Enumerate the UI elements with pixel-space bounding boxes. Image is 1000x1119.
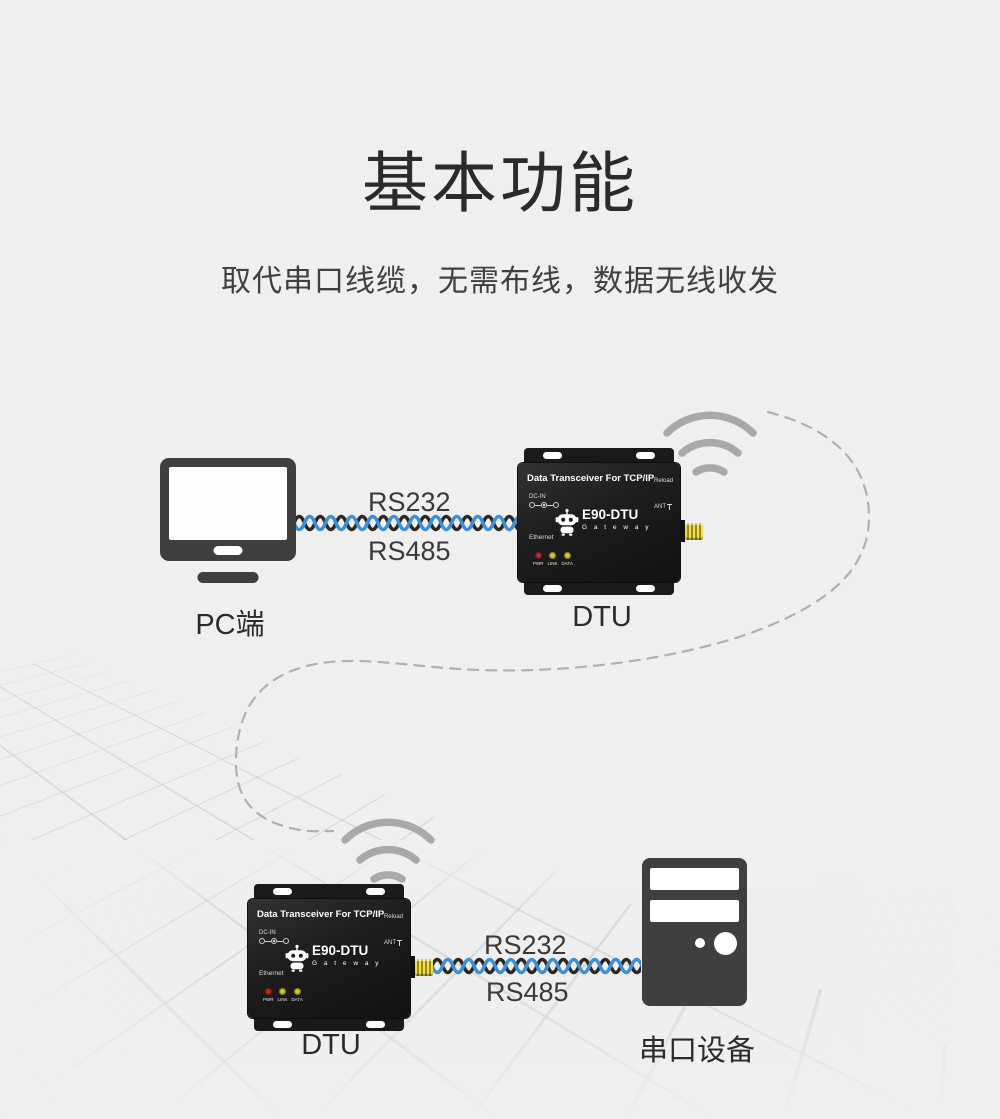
dtu1-label: DTU (572, 601, 632, 633)
link1-rs232-label: RS232 (368, 487, 451, 517)
page-title: 基本功能 (362, 146, 638, 220)
dc-in-label: DC-IN (529, 494, 546, 500)
antenna-symbol-icon (667, 504, 672, 510)
mounting-slot (366, 1021, 385, 1028)
mounting-slot (273, 1021, 292, 1028)
wireless-link-dashed-curve (234, 410, 871, 833)
ant-port-label: ANT (654, 504, 672, 510)
mounting-flange (524, 582, 674, 595)
dtu-device-2: Data Transceiver For TCP/IP Reload DC-IN… (248, 884, 433, 1031)
robot-logo-icon (285, 944, 309, 972)
pwr-led (534, 552, 542, 559)
dc-in-port: DC-IN (259, 930, 289, 944)
device-model-subtext: G a t e w a y (312, 959, 381, 967)
monitor-screen (169, 467, 287, 540)
led-indicators: PWR LINK DATA (533, 552, 573, 566)
pc-label: PC端 (195, 609, 265, 641)
monitor-stand (197, 572, 259, 583)
tower-power-button (714, 932, 737, 955)
dtu2-label: DTU (301, 1029, 361, 1061)
mounting-slot (636, 585, 655, 592)
ant-port-label: ANT (384, 940, 402, 946)
mounting-slot (543, 452, 562, 459)
tower-led-dot (695, 938, 705, 948)
page-subtitle: 取代串口线缆，无需布线，数据无线收发 (221, 265, 779, 298)
ethernet-port-label: Ethernet (259, 970, 284, 977)
reload-button-label: Reload (383, 914, 403, 920)
link-led (549, 552, 556, 559)
pc-monitor-icon (160, 458, 296, 583)
dc-connector-icon (529, 502, 559, 508)
device-model-text: E90-DTU (582, 507, 639, 522)
robot-logo-icon (555, 508, 579, 536)
twisted-pair-cable (294, 514, 518, 532)
tower-drive-slot (650, 900, 739, 922)
pwr-led (264, 988, 272, 995)
wifi-signal-icon (663, 411, 757, 476)
mounting-flange (524, 448, 674, 463)
brand-block: E90-DTU G a t e w a y (555, 507, 651, 536)
server-tower-icon (642, 858, 747, 1006)
serial-device-label: 串口设备 (638, 1035, 755, 1067)
device-header-text: Data Transceiver For TCP/IP (527, 473, 655, 484)
device-model-text: E90-DTU (312, 943, 369, 958)
data-led (563, 552, 571, 559)
led-indicators: PWR LINK DATA (263, 988, 303, 1002)
link1-rs485-label: RS485 (368, 536, 451, 566)
brand-block: E90-DTU G a t e w a y (285, 943, 381, 972)
device-header-text: Data Transceiver For TCP/IP (257, 909, 385, 920)
ethernet-port-label: Ethernet (529, 534, 554, 541)
link2-rs232-label: RS232 (484, 930, 567, 960)
dtu-device-1: Data Transceiver For TCP/IP Reload DC-IN… (518, 448, 703, 595)
mounting-flange (254, 1018, 404, 1031)
dc-connector-icon (259, 938, 289, 944)
tower-drive-slot (650, 868, 739, 890)
monitor-chin-button (213, 546, 243, 555)
data-led (293, 988, 301, 995)
reload-button-label: Reload (653, 478, 673, 484)
dc-in-label: DC-IN (259, 930, 276, 936)
mounting-flange (254, 884, 404, 899)
mounting-slot (543, 585, 562, 592)
mounting-slot (636, 452, 655, 459)
mounting-slot (273, 888, 292, 895)
mounting-slot (366, 888, 385, 895)
antenna-symbol-icon (397, 940, 402, 946)
link-led (279, 988, 286, 995)
device-front-panel: Data Transceiver For TCP/IP Reload DC-IN… (518, 463, 703, 582)
dc-in-port: DC-IN (529, 494, 559, 508)
device-front-panel: Data Transceiver For TCP/IP Reload DC-IN… (248, 899, 433, 1018)
device-model-subtext: G a t e w a y (582, 523, 651, 531)
link2-rs485-label: RS485 (486, 977, 569, 1007)
wifi-signal-icon (341, 818, 435, 883)
twisted-pair-cable (432, 957, 641, 975)
antenna-connector (410, 956, 433, 978)
grid-fade-overlay (0, 840, 1000, 1119)
antenna-connector (680, 520, 703, 542)
